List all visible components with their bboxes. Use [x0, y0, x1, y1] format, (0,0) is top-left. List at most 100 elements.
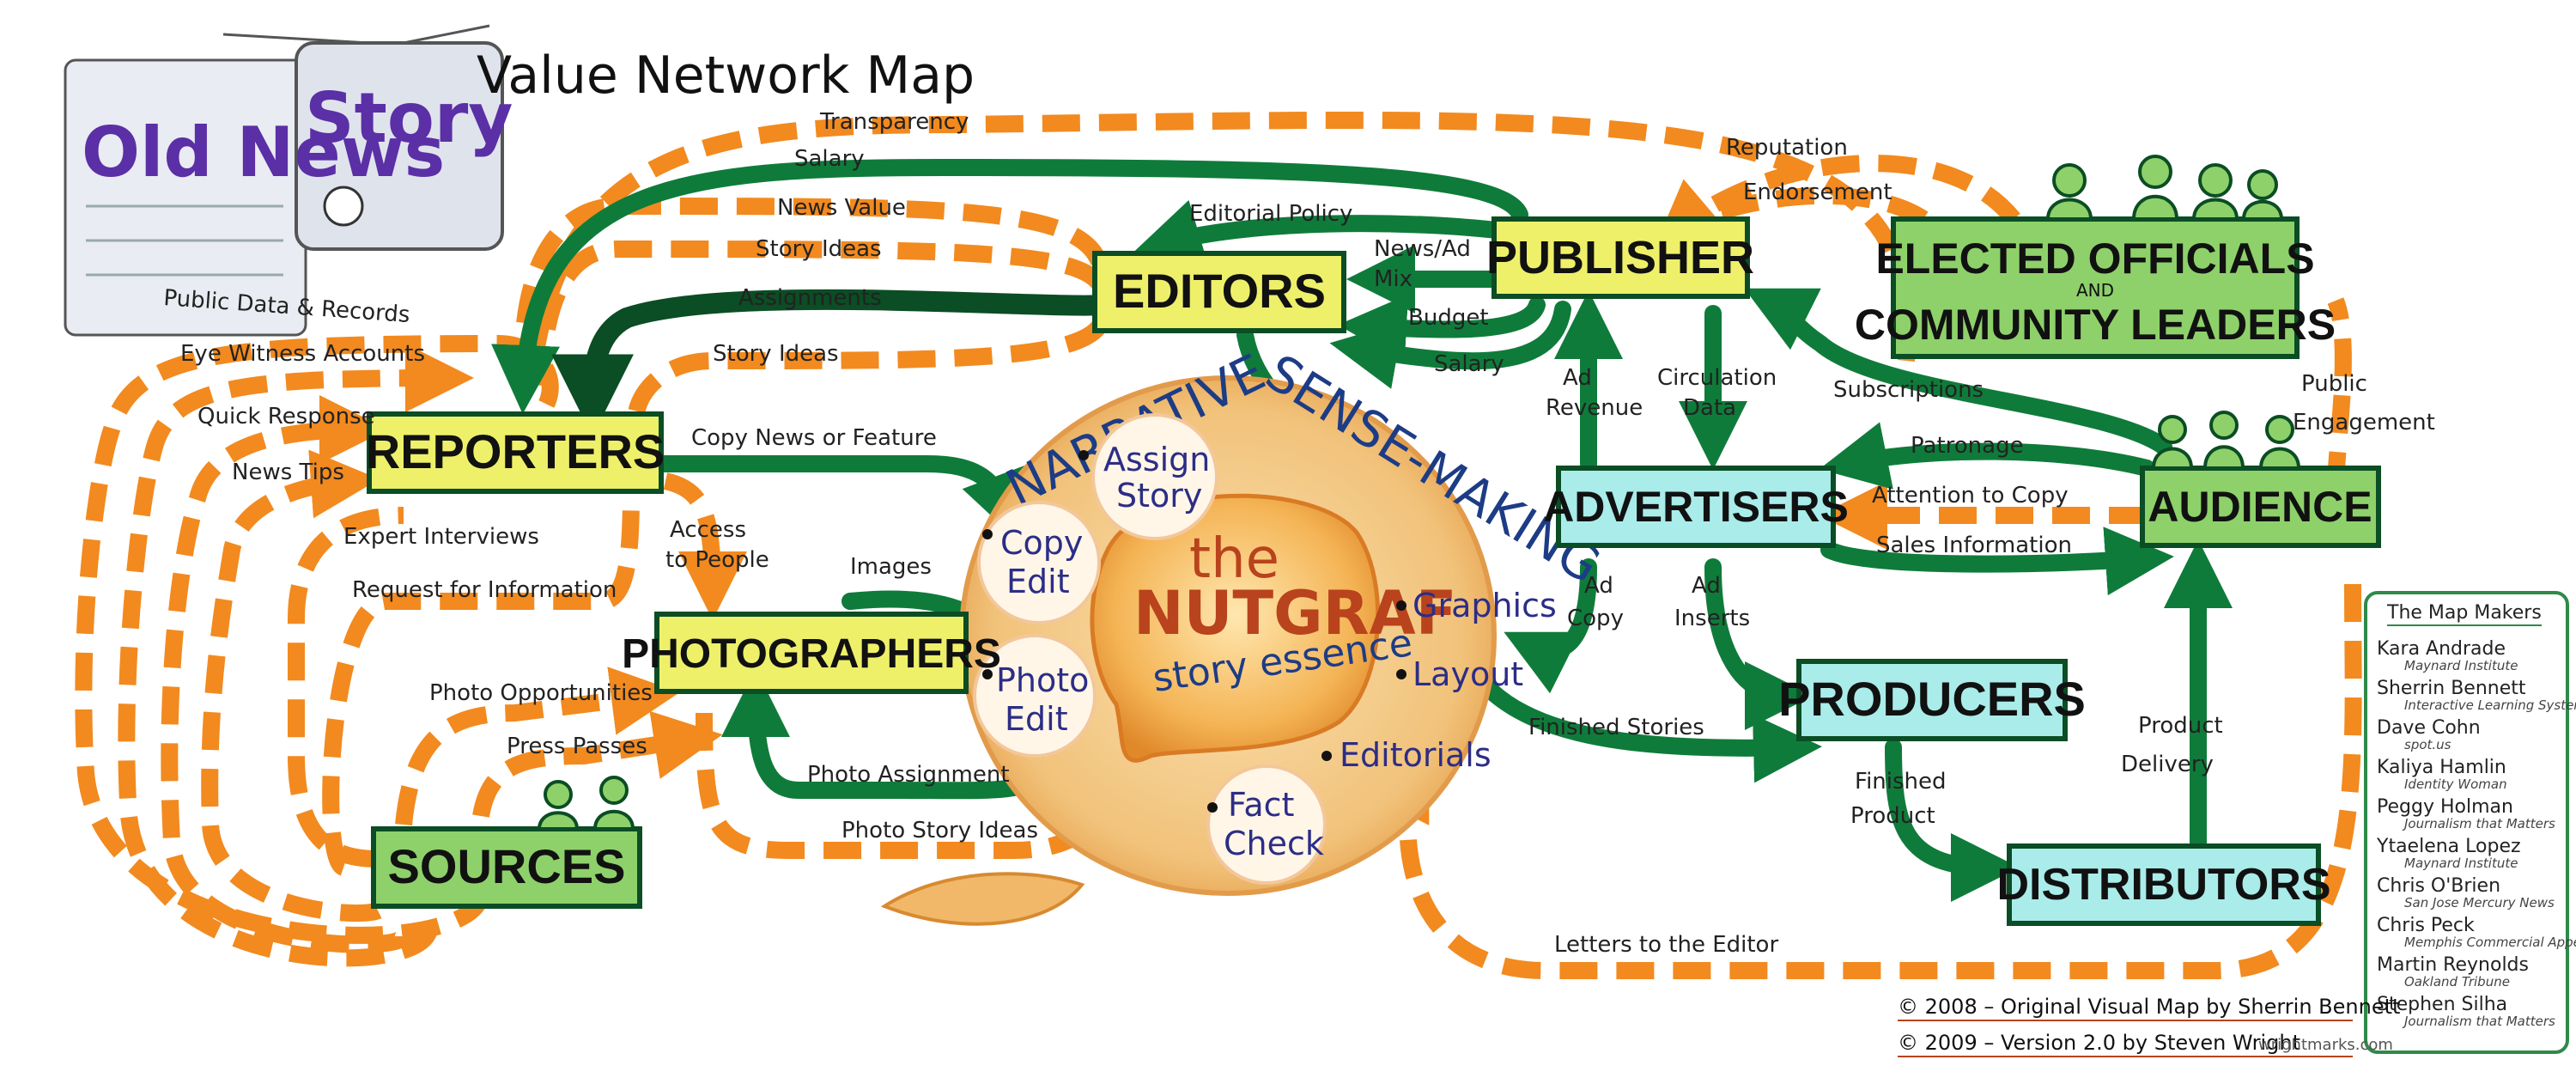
elected-line1: ELECTED OFFICIALS — [1875, 234, 2314, 283]
elected-and: AND — [2076, 280, 2114, 301]
maker-org: Oakland Tribune — [2404, 974, 2510, 990]
distributors-box — [2007, 843, 2321, 926]
map-makers-panel: The Map Makers Kara Andrade Maynard Inst… — [2364, 591, 2576, 1054]
credit-line1: © 2008 – Original Visual Map by Sherrin … — [1898, 995, 2400, 1019]
copy-edit-line1: Copy — [1000, 524, 1083, 562]
maker-org: Memphis Commercial Appeal — [2404, 935, 2576, 950]
node-photographers: PHOTOGRAPHERS — [622, 612, 1001, 694]
label-finished-stories: Finished Stories — [1528, 715, 1704, 740]
activity-photo-edit: Photo Edit — [973, 634, 1097, 758]
label-subscriptions: Subscriptions — [1833, 377, 1984, 403]
fact-check-line2: Check — [1224, 825, 1324, 862]
maker-org: Journalism that Matters — [2402, 816, 2555, 831]
maker-name: Peggy Holman — [2377, 796, 2513, 818]
label-photo-assignment: Photo Assignment — [807, 762, 1010, 788]
label-photo-story-ideas: Photo Story Ideas — [841, 818, 1038, 843]
diagram-title: Value Network Map — [477, 46, 975, 106]
maker-org: Maynard Institute — [2404, 856, 2518, 871]
logo-line2: Story — [305, 78, 513, 158]
node-producers: PRODUCERS — [1778, 659, 2086, 741]
logo-line1: Old News — [82, 113, 445, 192]
maker-name: Kara Andrade — [2377, 638, 2506, 660]
activity-graphics: Graphics — [1396, 587, 1557, 624]
label-patronage: Patronage — [1911, 433, 2024, 459]
reader-icon — [323, 186, 364, 227]
advertisers-box — [1556, 466, 1836, 548]
flow-eye-witness — [118, 344, 474, 967]
node-editors: EDITORS — [1092, 251, 1346, 333]
label-expert-interviews: Expert Interviews — [343, 524, 539, 550]
editorials-label: Editorials — [1340, 736, 1492, 774]
flow-news-value — [513, 197, 1108, 396]
maker-name: Martin Reynolds — [2377, 954, 2529, 976]
activity-layout: Layout — [1396, 655, 1523, 693]
label-ad-inserts-2: Inserts — [1674, 606, 1750, 631]
copy-edit-line2: Edit — [1006, 563, 1070, 600]
label-reputation: Reputation — [1726, 135, 1848, 161]
flow-photo-opps — [395, 667, 680, 825]
editors-label: EDITORS — [1113, 264, 1326, 318]
reporters-label: REPORTERS — [366, 424, 665, 478]
label-sales-info: Sales Information — [1876, 533, 2072, 558]
flow-sales-info — [1820, 527, 2174, 596]
node-reporters: REPORTERS — [366, 411, 665, 494]
node-advertisers: ADVERTISERS — [1543, 466, 1849, 548]
maker-name: Stephen Silha — [2377, 994, 2507, 1015]
photographers-label: PHOTOGRAPHERS — [622, 631, 1001, 677]
label-news-ad-mix-2: Mix — [1374, 266, 1413, 292]
label-press-passes: Press Passes — [507, 734, 647, 759]
map-makers-list: Kara Andrade Maynard Institute Sherrin B… — [2376, 638, 2576, 1029]
flow-labels: Transparency Salary News Value Story Ide… — [163, 109, 2435, 958]
flow-news-tips — [201, 449, 382, 923]
producers-label: PRODUCERS — [1778, 672, 2086, 726]
maker-org: San Jose Mercury News — [2404, 895, 2555, 910]
nut-kernel — [1090, 493, 1381, 763]
flow-editorial-policy — [1133, 199, 1520, 266]
activity-copy-edit: Copy Edit — [977, 501, 1101, 624]
nutgraf-center: NARRATIVE SENSE-MAKING the NUTGRAF story… — [880, 343, 1611, 926]
label-product-delivery-1: Product — [2138, 713, 2223, 739]
maker-name: Ytaelena Lopez — [2376, 836, 2521, 857]
flow-access-people — [663, 472, 747, 620]
maker-org: Maynard Institute — [2404, 658, 2518, 673]
label-ad-copy-2: Copy — [1567, 606, 1624, 631]
graphics-label: Graphics — [1413, 587, 1557, 624]
maker-org: Interactive Learning Systems — [2404, 697, 2576, 713]
shell-fragment — [880, 872, 1085, 926]
label-ad-inserts-1: Ad — [1692, 573, 1721, 599]
label-quick-response: Quick Response — [197, 404, 375, 429]
activity-assign-story: Assign Story — [1078, 413, 1218, 540]
flow-assignments — [551, 289, 1109, 437]
label-images: Images — [850, 554, 932, 580]
flow-press-passes — [472, 710, 723, 818]
activity-fact-check: Fact Check — [1206, 764, 1327, 885]
elected-box — [1891, 216, 2300, 359]
flow-quick-response — [161, 395, 412, 953]
flow-endorsement — [1674, 186, 1929, 236]
advertisers-label: ADVERTISERS — [1543, 483, 1849, 531]
label-endorsement: Endorsement — [1743, 180, 1893, 205]
label-news-ad-mix-1: News/Ad — [1374, 236, 1471, 262]
label-editorial-policy: Editorial Policy — [1189, 201, 1352, 227]
maker-name: Sherrin Bennett — [2377, 678, 2526, 699]
sources-box — [371, 826, 642, 909]
flow-story-ideas-2 — [627, 320, 1106, 422]
producers-box — [1796, 659, 2068, 741]
label-finished-product-1: Finished — [1855, 769, 1947, 795]
label-public-engagement-2: Engagement — [2293, 410, 2435, 435]
maker-name: Chris Peck — [2377, 915, 2475, 936]
maker-org: Journalism that Matters — [2402, 1014, 2555, 1029]
label-copy-news: Copy News or Feature — [691, 425, 937, 451]
audience-figures-icon — [2151, 411, 2301, 470]
flow-story-ideas-1 — [532, 240, 1106, 405]
layout-label: Layout — [1413, 655, 1523, 693]
flow-ad-copy — [1504, 558, 1597, 694]
photo-edit-line1: Photo — [996, 661, 1089, 699]
elected-line2: COMMUNITY LEADERS — [1855, 301, 2336, 349]
label-assignments: Assignments — [738, 285, 882, 311]
label-attention-copy: Attention to Copy — [1872, 483, 2069, 509]
nutgraf-the: the — [1189, 527, 1279, 591]
label-access-people-1: Access — [670, 517, 746, 543]
label-salary-top: Salary — [794, 146, 865, 172]
